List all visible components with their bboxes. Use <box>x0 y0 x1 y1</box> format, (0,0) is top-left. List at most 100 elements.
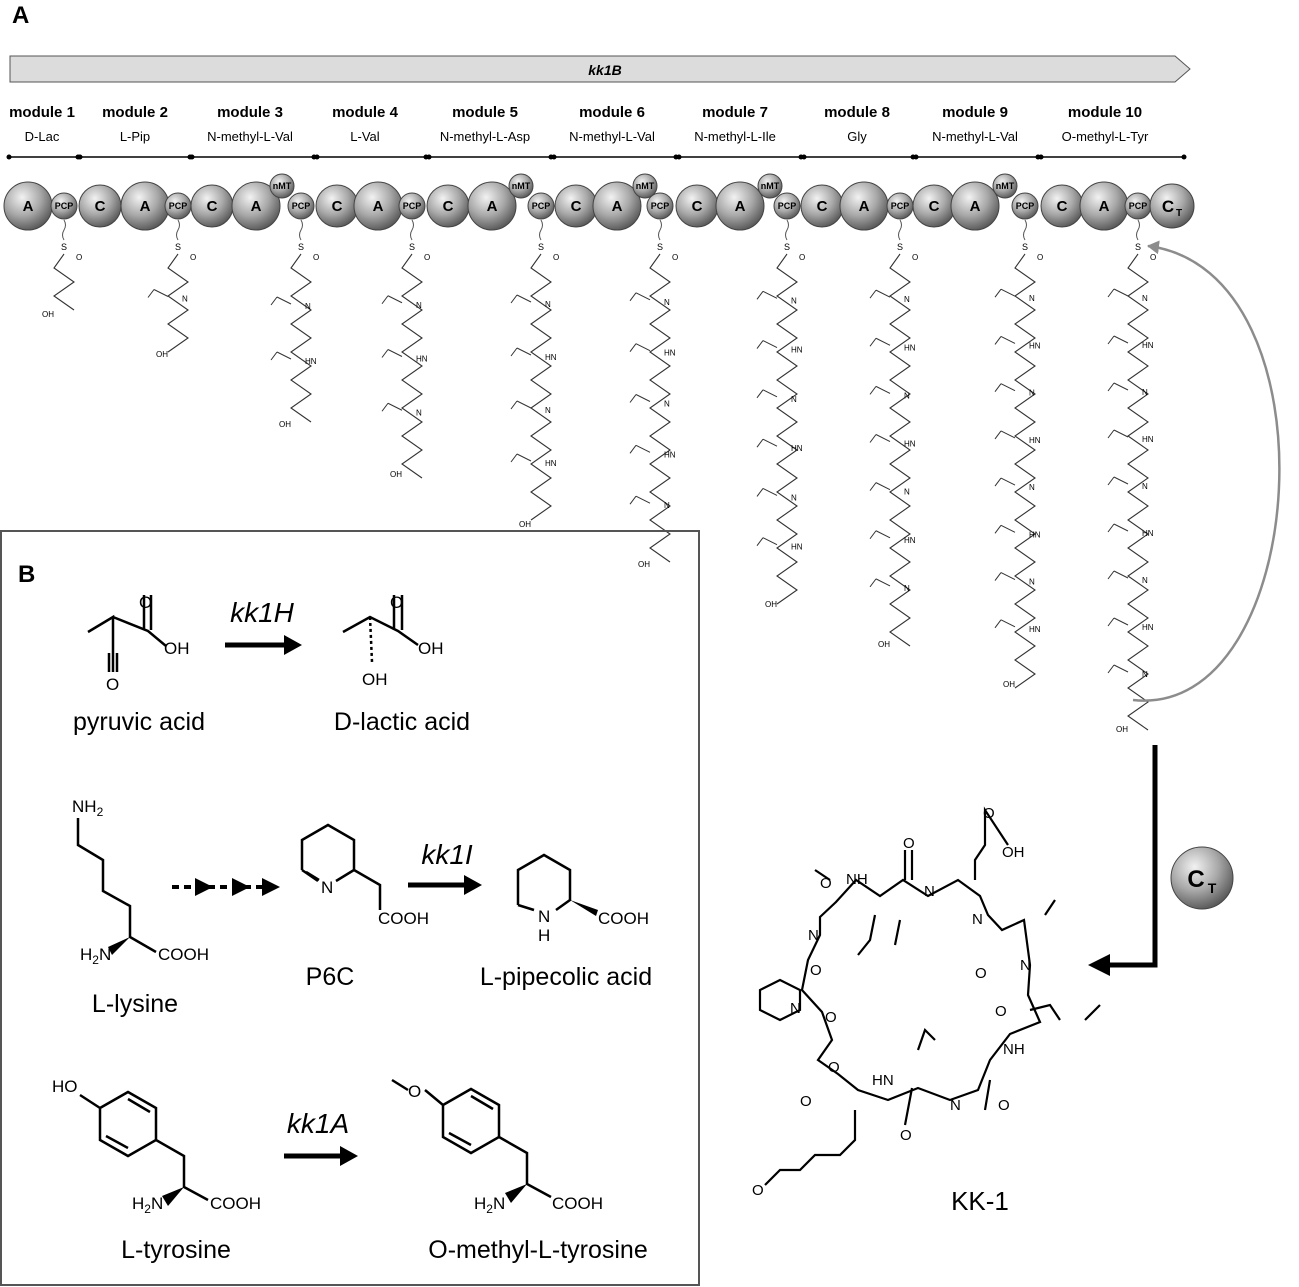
svg-text:PCP: PCP <box>403 201 422 211</box>
kk1-label: KK-1 <box>951 1186 1009 1216</box>
domain-pcp-34: PCP <box>1124 192 1152 220</box>
svg-text:S: S <box>784 242 790 252</box>
svg-text:N: N <box>1142 670 1148 679</box>
domain-c-28: C <box>912 184 956 228</box>
l-pipecolic-acid-structure <box>516 853 572 912</box>
svg-text:A: A <box>735 198 746 215</box>
domain-c-17: C <box>554 184 598 228</box>
svg-text:PCP: PCP <box>1129 201 1148 211</box>
svg-text:OH: OH <box>638 560 650 569</box>
kk1i-label: kk1I <box>421 839 473 870</box>
domain-nmt-23: nMT <box>757 173 783 199</box>
lysine-cooh: COOH <box>158 945 209 964</box>
svg-text:PCP: PCP <box>169 201 188 211</box>
domain-c-21: C <box>675 184 719 228</box>
svg-text:N: N <box>664 400 670 409</box>
lysine-h2n: H2N <box>80 945 111 967</box>
domain-nmt-8: nMT <box>269 173 295 199</box>
kk1-n-4: N <box>1020 957 1031 974</box>
omt-h2n: H2N <box>474 1194 505 1216</box>
domain-a-26: A <box>839 181 889 231</box>
domain-a-1: A <box>3 181 53 231</box>
svg-text:T: T <box>1208 880 1217 896</box>
svg-text:N: N <box>791 395 797 404</box>
svg-text:S: S <box>897 242 903 252</box>
svg-text:OH: OH <box>878 640 890 649</box>
module-8-substrate: Gly <box>847 129 867 144</box>
svg-text:T: T <box>1176 208 1182 219</box>
svg-text:PCP: PCP <box>778 201 797 211</box>
svg-text:S: S <box>1135 242 1141 252</box>
svg-text:C: C <box>817 198 828 215</box>
o-methyl-l-tyrosine-structure <box>391 1078 552 1199</box>
lactic-oh: OH <box>418 639 444 658</box>
svg-text:O: O <box>672 253 678 262</box>
dashed-arrow <box>172 878 280 896</box>
pip-n: N <box>538 907 550 926</box>
domain-pcp-31: PCP <box>1011 192 1039 220</box>
svg-text:HN: HN <box>664 349 676 358</box>
svg-text:nMT: nMT <box>273 181 292 191</box>
svg-text:HN: HN <box>1029 625 1041 634</box>
module-8-name: module 8 <box>824 104 890 121</box>
svg-text:N: N <box>545 300 551 309</box>
svg-text:C: C <box>1187 866 1204 893</box>
pyruvic-o-bottom: O <box>106 675 119 694</box>
domain-a-18: A <box>592 181 642 231</box>
svg-text:O: O <box>76 253 82 262</box>
svg-text:O: O <box>799 253 805 262</box>
svg-text:HN: HN <box>1029 530 1041 539</box>
domain-pcp-27: PCP <box>886 192 914 220</box>
svg-text:OH: OH <box>1003 680 1015 689</box>
svg-text:HN: HN <box>1029 436 1041 445</box>
module-10-name: module 10 <box>1068 104 1142 121</box>
svg-text:PCP: PCP <box>55 201 74 211</box>
module-5-name: module 5 <box>452 104 518 121</box>
kk1-ome: O <box>752 1182 764 1199</box>
kk1-n-pip: N <box>790 1000 801 1017</box>
domain-c-6: C <box>190 184 234 228</box>
l-lysine-structure <box>76 818 157 954</box>
domain-c-10: C <box>315 184 359 228</box>
module-2-name: module 2 <box>102 104 168 121</box>
module-3-name: module 3 <box>217 104 283 121</box>
kk1-n-2: N <box>972 911 983 928</box>
svg-text:HN: HN <box>904 440 916 449</box>
svg-text:PCP: PCP <box>891 201 910 211</box>
svg-text:N: N <box>305 302 311 311</box>
svg-text:HN: HN <box>791 543 803 552</box>
svg-text:C: C <box>207 198 218 215</box>
domain-a-29: A <box>950 181 1000 231</box>
omt-o: O <box>408 1082 421 1101</box>
svg-text:N: N <box>1142 294 1148 303</box>
svg-text:C: C <box>332 198 343 215</box>
kk1-nh-1: NH <box>846 871 868 888</box>
svg-text:N: N <box>791 493 797 502</box>
kk1-o-8: O <box>828 1059 840 1076</box>
tyr-cooh: COOH <box>210 1194 261 1213</box>
svg-text:HN: HN <box>1029 341 1041 350</box>
svg-text:C: C <box>571 198 582 215</box>
domain-pcp-24: PCP <box>773 192 801 220</box>
svg-text:N: N <box>416 301 422 310</box>
svg-text:C: C <box>443 198 454 215</box>
kk1-n-5: N <box>950 1097 961 1114</box>
module-1-substrate: D-Lac <box>25 129 60 144</box>
l-pipecolic-acid-label: L-pipecolic acid <box>480 963 652 991</box>
d-lactic-acid-structure <box>342 595 419 663</box>
svg-text:HN: HN <box>904 536 916 545</box>
domain-pcp-12: PCP <box>398 192 426 220</box>
svg-text:A: A <box>251 198 262 215</box>
kk1-o-10: O <box>900 1127 912 1144</box>
svg-text:N: N <box>1142 388 1148 397</box>
svg-text:HN: HN <box>1142 529 1154 538</box>
svg-text:S: S <box>175 242 181 252</box>
svg-text:N: N <box>791 296 797 305</box>
svg-text:PCP: PCP <box>532 201 551 211</box>
module-4-name: module 4 <box>332 104 399 121</box>
kk1h-label: kk1H <box>230 597 295 628</box>
